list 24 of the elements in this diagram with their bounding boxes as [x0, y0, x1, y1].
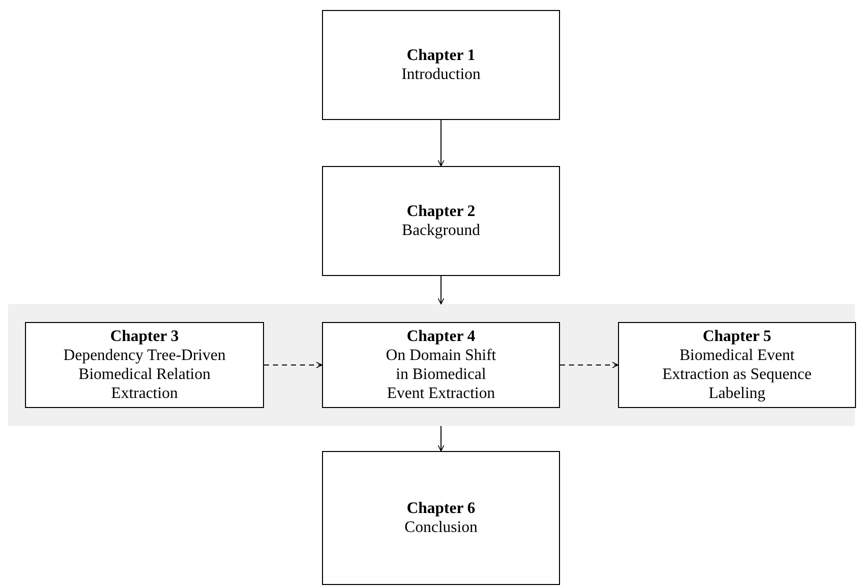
arrow	[438, 120, 444, 166]
chapter-number: Chapter 1	[406, 46, 476, 65]
arrow	[438, 276, 444, 304]
chapter-number: Chapter 5	[702, 326, 772, 346]
chapter-box	[322, 10, 560, 120]
dashed-arrow	[264, 362, 322, 368]
chapter-box	[322, 322, 560, 408]
chapter-box	[25, 322, 264, 408]
group-band	[8, 304, 855, 426]
chapter-box	[322, 166, 560, 276]
dashed-arrow	[560, 362, 618, 368]
chapter-number: Chapter 6	[406, 498, 476, 518]
arrow	[438, 426, 444, 452]
chapter-title: On Domain Shift in Biomedical Event Extraction	[384, 346, 498, 404]
chapter-title: Dependency Tree-Driven Biomedical Relation Extraction	[62, 346, 227, 404]
chapter-title: Introduction	[401, 65, 481, 84]
chapter-number: Chapter 3	[110, 326, 179, 346]
chapter-box	[618, 322, 856, 408]
chapter-number: Chapter 4	[406, 326, 476, 346]
chapter-title: Background	[402, 221, 480, 240]
chapter-title: Conclusion	[404, 518, 478, 538]
chapter-title: Biomedical Event Extraction as Sequence Labeling	[662, 346, 812, 404]
chapter-box	[322, 451, 560, 585]
chapter-number: Chapter 2	[406, 202, 476, 221]
